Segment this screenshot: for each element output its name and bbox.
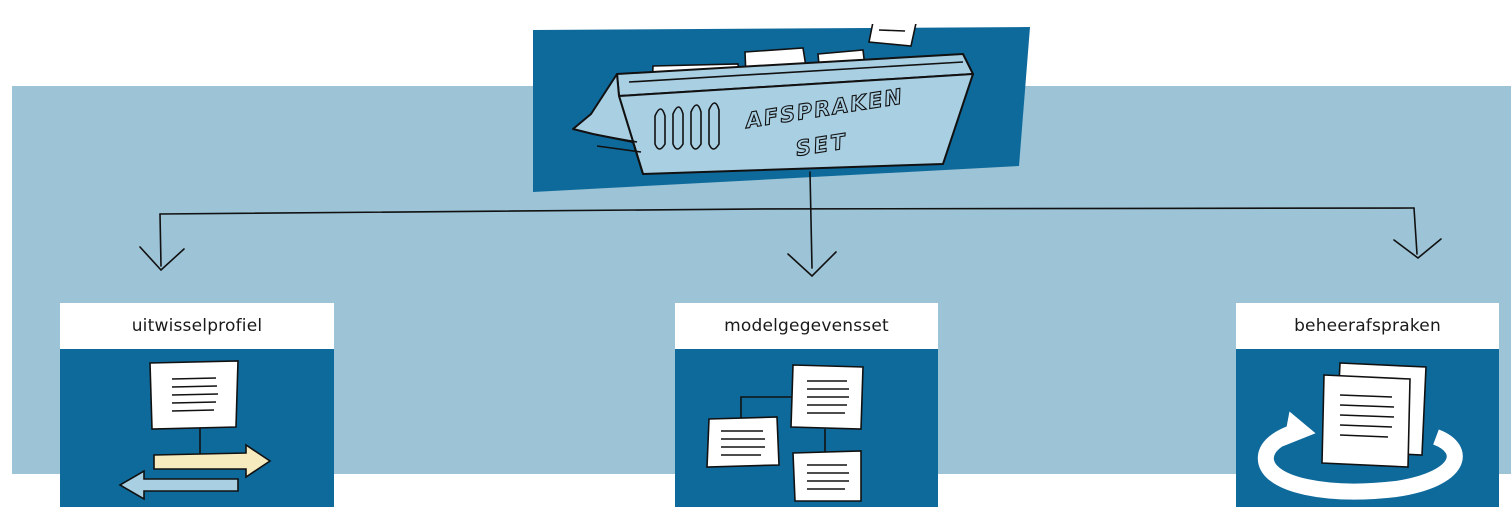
data-model-icon [706, 364, 864, 502]
card-title: modelgegevensset [675, 303, 938, 349]
afsprakenset-illustration: AFSPRAKEN SET [533, 11, 1033, 192]
card-beheerafspraken: beheerafspraken [1236, 303, 1499, 507]
card-title: beheerafspraken [1236, 303, 1499, 349]
arrowhead-center-icon [787, 251, 837, 278]
maintenance-cycle-icon [1257, 362, 1463, 500]
card-title: uitwisselprofiel [60, 303, 334, 349]
connector-horizontal [159, 206, 1415, 215]
card-uitwisselprofiel: uitwisselprofiel [60, 303, 334, 507]
connector-left [159, 213, 162, 267]
card-modelgegevensset: modelgegevensset [675, 303, 938, 507]
exchange-document-icon [118, 360, 272, 501]
connector-center [809, 171, 813, 269]
basket-icon: AFSPRAKEN SET [533, 11, 1030, 192]
arrowhead-left-icon [139, 246, 185, 272]
arrowhead-right-icon [1393, 238, 1442, 260]
connector-right [1413, 207, 1418, 255]
